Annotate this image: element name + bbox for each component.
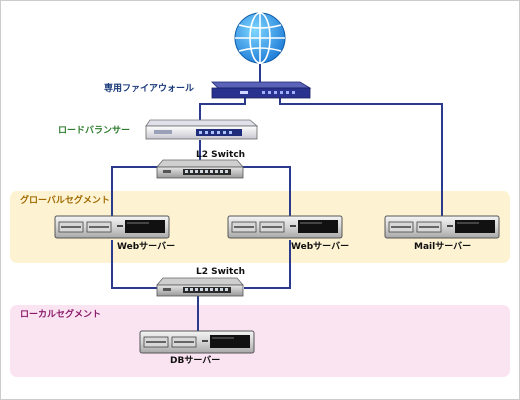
link-firewall-mail-server — [279, 97, 443, 216]
lower-switch-icon — [156, 277, 244, 297]
db-server-icon — [139, 330, 255, 354]
web-server-2-icon — [227, 215, 343, 239]
web-server-1-label: Webサーバー — [117, 242, 176, 252]
upper-switch-icon — [156, 159, 244, 179]
globe-icon — [234, 12, 286, 64]
link-switch-web-server-2 — [240, 166, 291, 216]
link-web-server-2-lower-switch — [244, 240, 291, 289]
firewall-appliance-icon — [211, 81, 312, 99]
link-web-server-1-lower-switch — [111, 240, 158, 289]
mail-server-icon — [384, 215, 500, 239]
load-balancer-label: ロードバランサー — [58, 126, 131, 136]
global-segment-label: グローバルセグメント — [20, 196, 110, 206]
web-server-1-icon — [54, 215, 170, 239]
db-server-label: DBサーバー — [170, 356, 221, 366]
network-links — [111, 64, 443, 331]
mail-server-label: Mailサーバー — [414, 242, 472, 252]
local-segment-label: ローカルセグメント — [20, 310, 102, 320]
link-firewall-load-balancer — [199, 97, 246, 123]
lower-switch-label: L2 Switch — [196, 267, 246, 277]
web-server-2-label: Webサーバー — [291, 242, 350, 252]
upper-switch-label: L2 Switch — [196, 150, 246, 160]
load-balancer-appliance-icon — [145, 119, 259, 140]
local-segment-area — [10, 305, 510, 377]
link-switch-web-server-1 — [111, 166, 160, 216]
firewall-label: 専用ファイアウォール — [104, 84, 195, 94]
